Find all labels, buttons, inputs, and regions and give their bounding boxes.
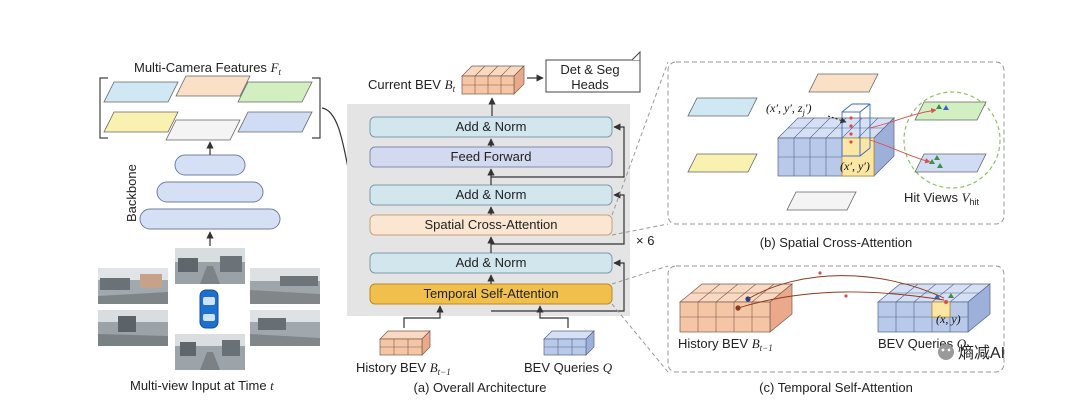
- sca-plane-blue: [687, 97, 758, 117]
- history-bev-input: History BEV Bt−1: [356, 330, 451, 377]
- features-title: Multi-Camera Features Ft: [134, 60, 282, 77]
- tsa-point-label: (x, y): [936, 312, 961, 326]
- feature-plane-blue: [103, 81, 179, 103]
- sca-plane-yellow: [687, 153, 758, 173]
- reference-point-pointer: [827, 115, 847, 124]
- panel-connectors: [611, 61, 669, 373]
- repeat-label: × 6: [636, 233, 654, 248]
- tsa-bev-queries-grid: (x, y): [877, 283, 991, 333]
- hit-views-circle: [903, 91, 1001, 189]
- heads-line-2: Heads: [571, 77, 609, 92]
- hit-plane-green: [914, 101, 987, 121]
- camera-image-front-left: [98, 268, 168, 304]
- left-bracket: [99, 77, 108, 139]
- backbone-stage-3: [139, 208, 281, 230]
- feature-plane-peach: [175, 75, 251, 97]
- current-bev: Current BEV Bt Det & Seg Heads: [368, 50, 641, 116]
- tsa-highlight-query: [931, 301, 951, 318]
- panel-c-frame: [667, 265, 1005, 373]
- block-add-norm-top-label: Add & Norm: [456, 119, 527, 134]
- hit-views-label: Hit Views Vhit: [904, 190, 980, 207]
- tsa-bev-queries-label: BEV Queries Q: [878, 336, 967, 351]
- block-spatial-cross-attention-label: Spatial Cross-Attention: [425, 217, 558, 232]
- backbone-stage-1: [174, 154, 246, 176]
- sca-bev-grid: (x′, y′): [777, 103, 895, 177]
- bev-queries-label: BEV Queries Q: [524, 360, 613, 375]
- current-bev-label: Current BEV Bt: [368, 77, 456, 94]
- caption-b: (b) Spatial Cross-Attention: [760, 235, 912, 250]
- panel-b-frame: [667, 61, 1005, 225]
- backbone-stage-2: [156, 181, 264, 203]
- watermark-text: 熵减AI: [958, 344, 1005, 362]
- block-add-norm-top: [369, 116, 613, 138]
- sca-plane-white: [786, 191, 857, 211]
- pillar-box: [841, 103, 871, 157]
- feature-plane-white: [165, 119, 241, 141]
- feature-plane-lightblue: [237, 111, 313, 133]
- ego-car-icon: [199, 289, 219, 329]
- query-point-label: (x′, y′): [840, 159, 870, 173]
- camera-image-back-left: [98, 310, 168, 346]
- heads-box: Det & Seg Heads: [545, 50, 641, 93]
- block-add-norm-mid-label: Add & Norm: [456, 187, 527, 202]
- watermark-icon: [938, 344, 954, 360]
- projection-lines: [869, 108, 937, 164]
- multi-view-images: [98, 248, 320, 370]
- tsa-attention-curves: [737, 275, 945, 309]
- reference-points: [849, 116, 853, 144]
- heads-line-1: Det & Seg: [560, 62, 619, 77]
- camera-image-back: [175, 334, 245, 370]
- caption-c: (c) Temporal Self-Attention: [759, 380, 913, 395]
- current-bev-grid: [461, 65, 525, 95]
- feature-plane-yellow: [103, 111, 179, 133]
- block-temporal-self-attention-label: Temporal Self-Attention: [423, 286, 558, 301]
- history-bev-label: History BEV Bt−1: [356, 360, 451, 377]
- multi-camera-features: Multi-Camera Features Ft: [99, 60, 321, 141]
- camera-image-front-right: [250, 268, 320, 304]
- reference-point-label: (x′, y′, zj′): [766, 101, 811, 117]
- watermark: 熵减AI: [938, 344, 1005, 362]
- tsa-history-bev-grid: [679, 283, 793, 333]
- right-bracket: [312, 77, 321, 139]
- backbone-label: Backbone: [124, 164, 139, 222]
- caption-a: (a) Overall Architecture: [414, 380, 547, 395]
- camera-image-front: [175, 248, 245, 284]
- feature-plane-green: [237, 81, 313, 103]
- sca-plane-peach: [808, 73, 879, 93]
- block-add-norm-low-label: Add & Norm: [456, 255, 527, 270]
- camera-image-back-right: [250, 310, 320, 346]
- encoder-blocks: Add & Norm Feed Forward Add & Norm Spati…: [369, 116, 613, 305]
- hit-plane-blue: [914, 153, 987, 173]
- highlight-query-pillar: [841, 137, 875, 177]
- bev-queries-input: BEV Queries Q: [524, 330, 613, 375]
- tsa-history-bev-label: History BEV Bt−1: [678, 336, 773, 353]
- input-label: Multi-view Input at Time t: [130, 378, 274, 393]
- backbone: Backbone: [124, 141, 281, 246]
- panel-b-camera-planes: [687, 73, 879, 211]
- block-feed-forward-label: Feed Forward: [451, 149, 532, 164]
